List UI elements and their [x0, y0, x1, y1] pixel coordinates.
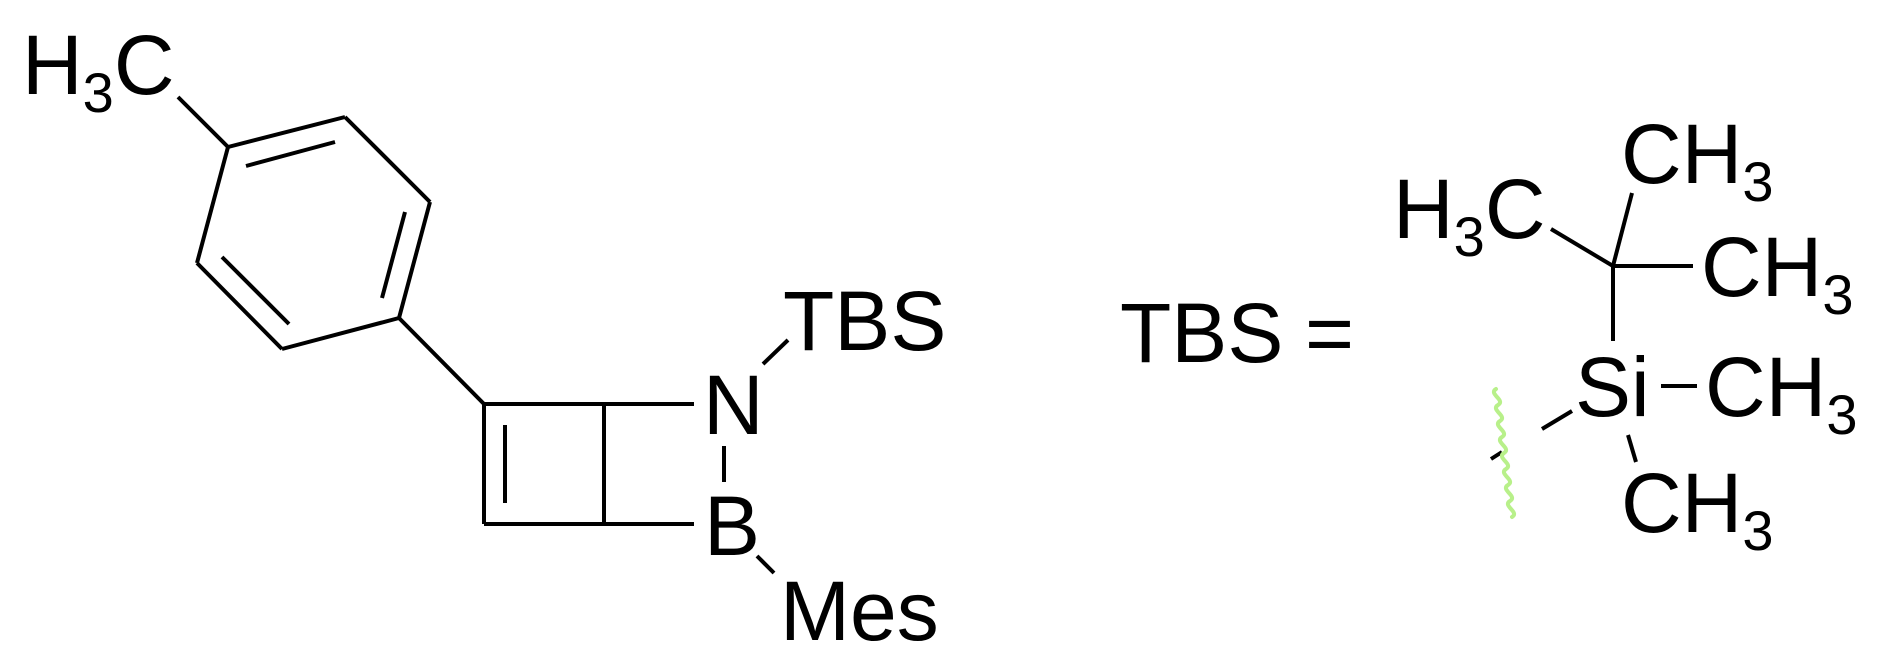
bond-tbu-tl	[1549, 227, 1615, 268]
tbs-bonds	[1489, 192, 1697, 463]
b-substituent-mes: Mes	[780, 564, 939, 658]
molecule-bonds	[176, 95, 790, 575]
bond-ring-5	[195, 261, 284, 351]
bond-ring-1	[227, 115, 346, 149]
boron-atom: B	[704, 479, 760, 573]
bond-ring-4	[281, 316, 400, 351]
si-methyl-bottom: CH3	[1621, 456, 1773, 562]
bond-ring-6	[195, 146, 230, 264]
bond-ring-2	[343, 115, 432, 204]
n-substituent-tbs: TBS	[783, 274, 946, 368]
tbs-methyl-top: CH3	[1621, 107, 1773, 213]
attachment-point-wavy-line	[1492, 387, 1516, 519]
bond-attach-stub	[1489, 450, 1504, 461]
definition-equals: =	[1305, 286, 1354, 380]
bond-ring-3	[397, 201, 432, 319]
nitrogen-atom: N	[703, 358, 764, 452]
bond-si-attach	[1540, 409, 1574, 431]
bond-ring-1-inner	[245, 140, 336, 168]
bond-b-mes	[755, 554, 776, 575]
si-methyl-right: CH3	[1705, 340, 1857, 446]
bond-tbu-top	[1611, 192, 1634, 267]
bond-ring-3-inner	[380, 211, 407, 299]
methyl-label: H3C	[22, 18, 175, 124]
bond-si-bottom	[1626, 434, 1638, 463]
bond-aryl-cyclobutene	[397, 316, 486, 406]
silicon-atom: Si	[1575, 340, 1650, 434]
definition-label: TBS	[1120, 286, 1283, 380]
bond-n-tbs	[761, 338, 790, 366]
tbs-methyl-right: CH3	[1701, 220, 1853, 326]
bond-ring-5-inner	[220, 255, 291, 326]
tbs-methyl-top-left: H3C	[1393, 162, 1546, 268]
bond-methyl-ring	[176, 95, 230, 149]
